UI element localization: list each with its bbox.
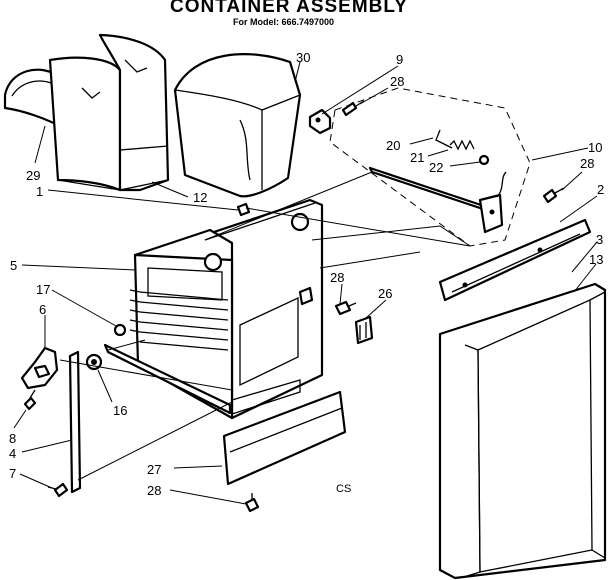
part-12-bin bbox=[48, 33, 170, 192]
callout-labels: 30 9 28 29 1 12 20 21 22 10 28 2 3 13 5 … bbox=[9, 50, 604, 498]
part-13-door-frame bbox=[438, 282, 607, 580]
callout-8: 8 bbox=[9, 431, 16, 446]
screw-28-right bbox=[542, 187, 565, 204]
callout-17: 17 bbox=[36, 282, 50, 297]
part-4-vertical-strip bbox=[68, 350, 82, 494]
callout-9: 9 bbox=[396, 52, 403, 67]
callout-29: 29 bbox=[26, 168, 40, 183]
part-6-hinge-bracket bbox=[20, 346, 59, 390]
callout-4: 4 bbox=[9, 446, 16, 461]
part-26-clip bbox=[354, 315, 374, 345]
callout-3: 3 bbox=[596, 232, 603, 247]
callout-2: 2 bbox=[597, 182, 604, 197]
code-mark: CS bbox=[336, 483, 351, 495]
part-5-housing bbox=[103, 198, 324, 420]
callout-28-upper: 28 bbox=[390, 74, 404, 89]
callout-30: 30 bbox=[296, 50, 310, 65]
part-10-outline bbox=[329, 87, 531, 247]
part-30-liner-bag bbox=[173, 53, 302, 198]
callout-21: 21 bbox=[410, 150, 424, 165]
part-2-rail bbox=[438, 218, 592, 302]
part-27-kick-panel bbox=[222, 390, 347, 486]
screw-1 bbox=[236, 202, 251, 217]
part-17-ring bbox=[113, 323, 127, 337]
part-9-bracket bbox=[308, 108, 332, 135]
screw-7 bbox=[47, 482, 69, 498]
leader-lines bbox=[13, 61, 598, 505]
screw-28-bottom bbox=[244, 493, 260, 513]
callout-28-bottom: 28 bbox=[147, 483, 161, 498]
callout-20: 20 bbox=[386, 138, 400, 153]
callout-22: 22 bbox=[429, 160, 443, 175]
callout-28-mid: 28 bbox=[330, 270, 344, 285]
callout-6: 6 bbox=[39, 302, 46, 317]
diagram-title: CONTAINER ASSEMBLY bbox=[170, 0, 408, 17]
callout-16: 16 bbox=[113, 403, 127, 418]
callout-13: 13 bbox=[589, 252, 603, 267]
model-number: For Model: 666.7497000 bbox=[233, 17, 335, 27]
callout-12: 12 bbox=[193, 190, 207, 205]
part-20-22-rod-spring bbox=[368, 129, 507, 234]
callout-5: 5 bbox=[10, 258, 17, 273]
screw-8 bbox=[23, 389, 37, 411]
callout-10: 10 bbox=[588, 140, 602, 155]
callout-7: 7 bbox=[9, 466, 16, 481]
callout-1: 1 bbox=[36, 184, 43, 199]
callout-27: 27 bbox=[147, 462, 161, 477]
screw-28-mid bbox=[334, 300, 357, 316]
callout-28-right: 28 bbox=[580, 156, 594, 171]
callout-26: 26 bbox=[378, 286, 392, 301]
